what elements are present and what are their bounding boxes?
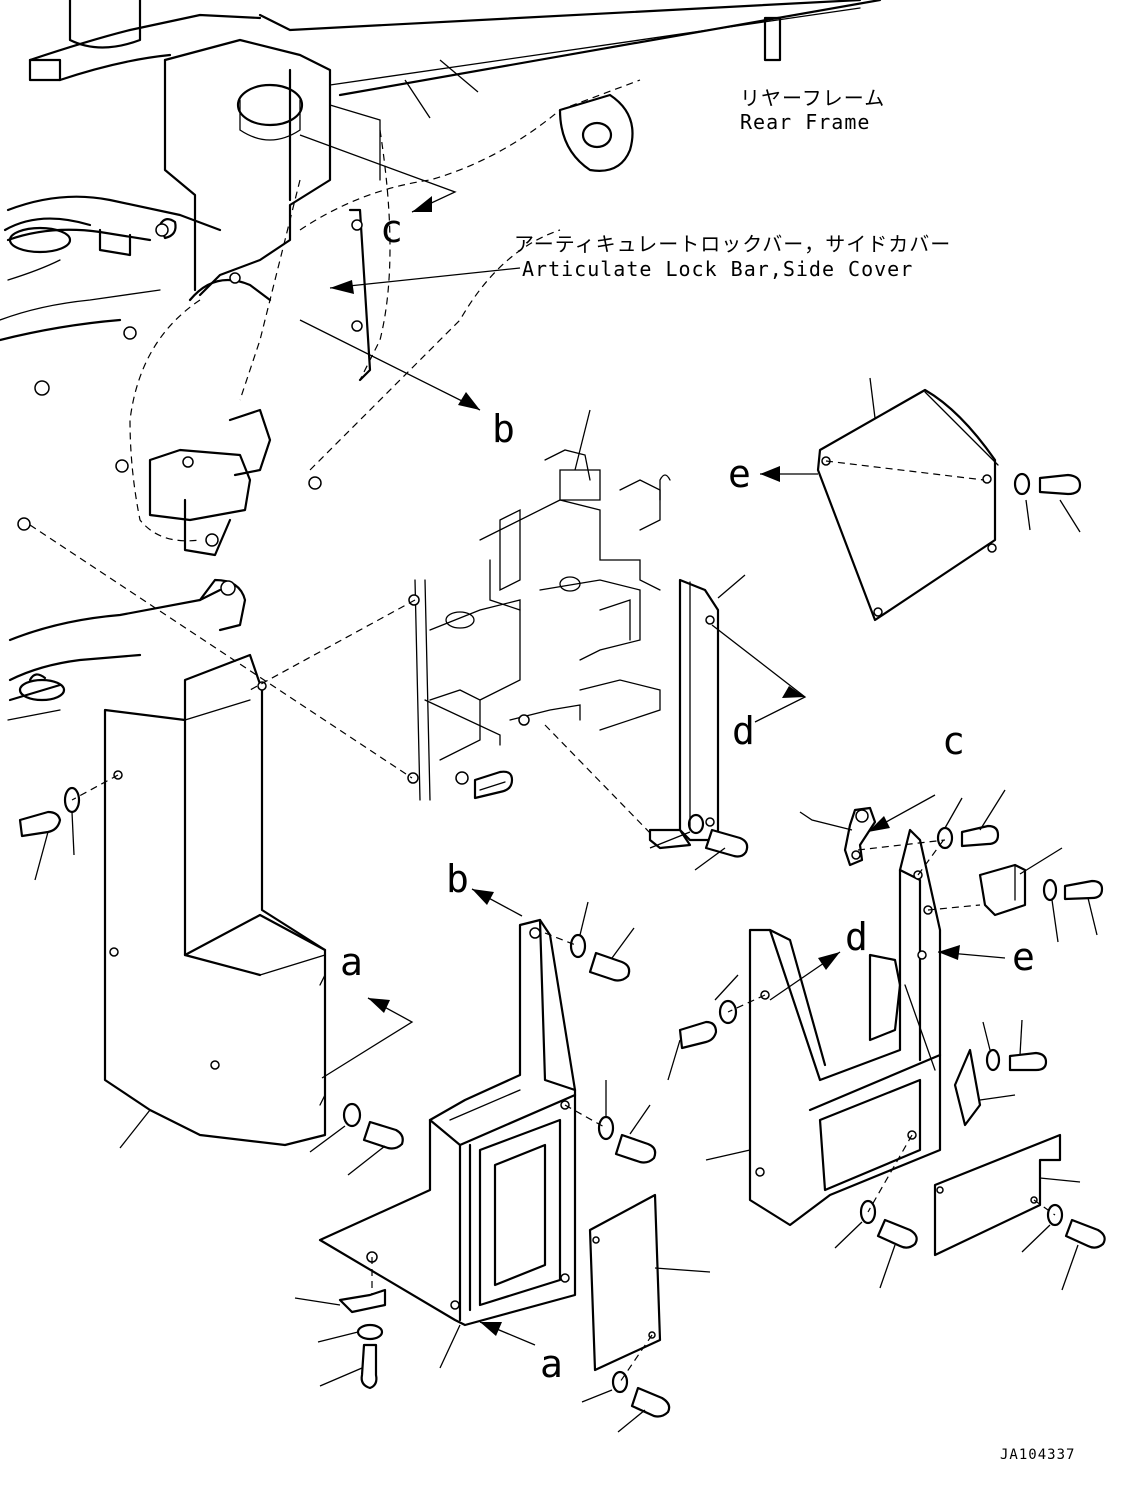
- view-marker-d-mid: d: [732, 709, 755, 753]
- leader-lines: [34, 59, 1098, 1433]
- view-marker-e-right: e: [1012, 935, 1035, 979]
- view-marker-c-top: c: [380, 207, 403, 251]
- link-bracket: [843, 806, 877, 867]
- lock-bar-frame: [407, 449, 671, 801]
- rear-frame: [0, 0, 882, 721]
- view-marker-b-mid: b: [446, 857, 469, 901]
- center-small-plate: [588, 1193, 671, 1418]
- right-small-plate: [933, 1133, 1106, 1257]
- center-lower-cover: [318, 918, 657, 1390]
- top-right-cover-plate: [816, 388, 1082, 622]
- rear-frame-label-en: Rear Frame: [740, 110, 871, 134]
- view-marker-c-right: c: [942, 719, 965, 763]
- right-lower-cover: [678, 824, 1048, 1249]
- assembly-lines: [29, 460, 1056, 1383]
- lock-bar-label-en: Articulate Lock Bar,Side Cover: [522, 257, 914, 281]
- left-tall-cover: [18, 653, 404, 1150]
- vertical-bracket: [648, 578, 749, 858]
- reference-arrows: [299, 134, 1006, 1346]
- view-marker-a-left: a: [340, 940, 363, 984]
- drawing-code: JA104337: [1000, 1447, 1076, 1463]
- small-clip: [953, 863, 1104, 1127]
- view-marker-a-bottom: a: [540, 1342, 563, 1386]
- view-marker-b-top: b: [492, 407, 515, 451]
- view-marker-d-right: d: [845, 915, 868, 959]
- rear-frame-label-jp: リヤーフレーム: [740, 86, 886, 110]
- lock-bar-label-jp: アーティキュレートロックバー，サイドカバー: [514, 232, 952, 256]
- view-marker-e-top: e: [728, 452, 751, 496]
